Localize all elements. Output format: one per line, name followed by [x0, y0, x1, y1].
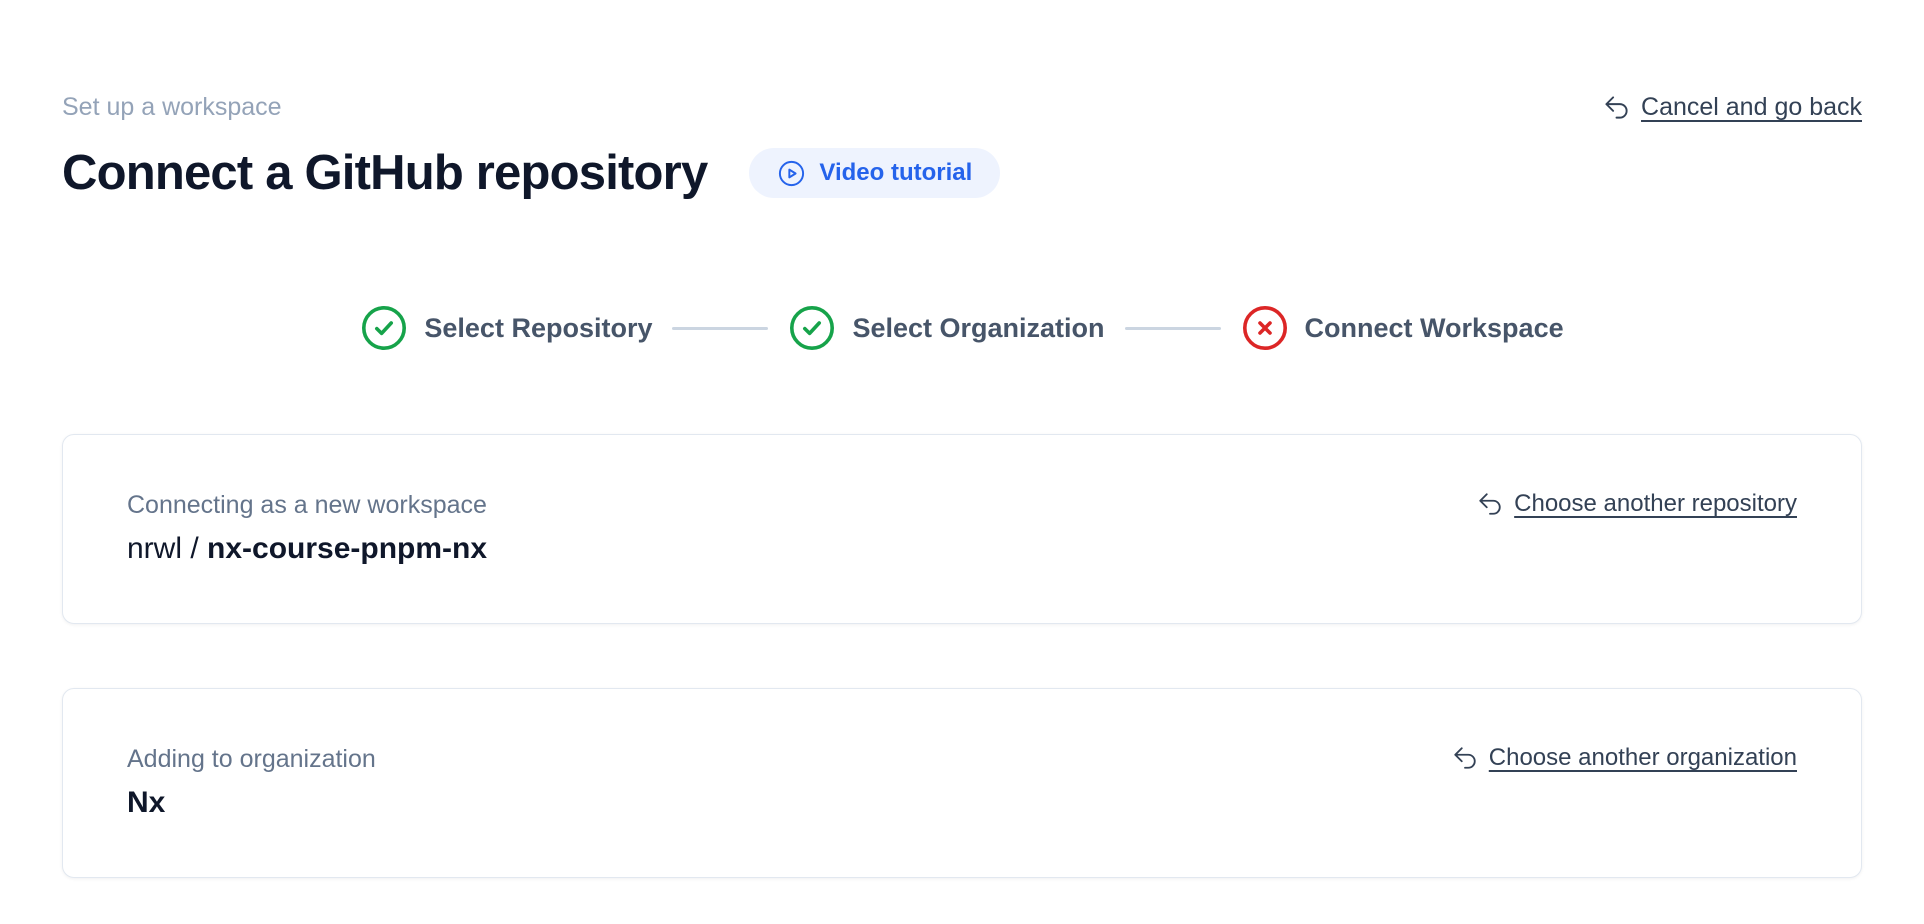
- card-link-label: Choose another repository: [1514, 490, 1797, 517]
- repository-owner: nrwl /: [127, 532, 208, 565]
- card-label: Adding to organization: [127, 745, 376, 773]
- repository-card: Connecting as a new workspace nrwl / nx-…: [62, 434, 1862, 624]
- step-select-repository: Select Repository: [360, 304, 652, 352]
- check-circle-icon: [788, 304, 836, 352]
- header-left: Set up a workspace Connect a GitHub repo…: [62, 92, 1001, 202]
- cancel-link-label: Cancel and go back: [1641, 93, 1862, 121]
- step-select-organization: Select Organization: [788, 304, 1105, 352]
- card-label: Connecting as a new workspace: [127, 491, 487, 519]
- play-circle-icon: [777, 159, 806, 188]
- video-tutorial-button[interactable]: Video tutorial: [749, 148, 1001, 198]
- organization-card-info: Adding to organization Nx: [127, 744, 376, 822]
- repository-value: nx-course-pnpm-nx: [207, 532, 488, 565]
- stepper-connector: [1124, 326, 1221, 330]
- step-connect-workspace: Connect Workspace: [1241, 304, 1564, 352]
- step-label: Select Organization: [852, 312, 1105, 343]
- card-link-label: Choose another organization: [1488, 744, 1797, 771]
- organization-value: Nx: [127, 786, 166, 819]
- step-label: Select Repository: [424, 312, 653, 343]
- undo-arrow-icon: [1452, 745, 1478, 771]
- undo-arrow-icon: [1603, 94, 1630, 121]
- stepper-connector: [672, 326, 769, 330]
- setup-workspace-page: Set up a workspace Connect a GitHub repo…: [62, 92, 1862, 878]
- page-header: Set up a workspace Connect a GitHub repo…: [62, 92, 1862, 202]
- repository-name: nrwl / nx-course-pnpm-nx: [127, 530, 487, 568]
- undo-arrow-icon: [1477, 491, 1503, 517]
- organization-name: Nx: [127, 784, 376, 822]
- title-row: Connect a GitHub repository Video tutori…: [62, 144, 1001, 202]
- choose-another-organization-link[interactable]: Choose another organization: [1452, 744, 1797, 772]
- video-tutorial-label: Video tutorial: [819, 159, 973, 186]
- page-title: Connect a GitHub repository: [62, 146, 708, 200]
- eyebrow-label: Set up a workspace: [62, 93, 282, 121]
- setup-stepper: Select Repository Select Organization Co…: [62, 304, 1862, 352]
- check-circle-icon: [360, 304, 408, 352]
- repository-card-info: Connecting as a new workspace nrwl / nx-…: [127, 490, 487, 568]
- step-label: Connect Workspace: [1304, 312, 1564, 343]
- organization-card: Adding to organization Nx Choose another…: [62, 688, 1862, 878]
- cancel-and-go-back-link[interactable]: Cancel and go back: [1603, 93, 1862, 122]
- choose-another-repository-link[interactable]: Choose another repository: [1477, 490, 1797, 518]
- x-circle-icon: [1241, 304, 1289, 352]
